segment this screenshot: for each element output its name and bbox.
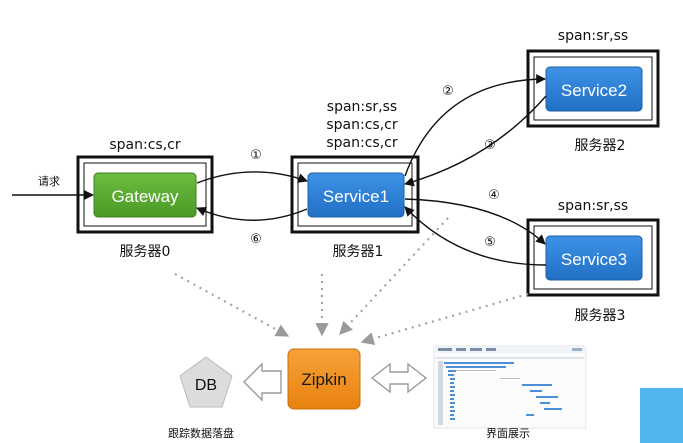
service1-span-label-1: span:sr,ss [327,99,397,115]
service1-span-label-2: span:cs,cr [326,117,397,133]
report-line-service3 [360,292,529,346]
db-caption: 跟踪数据落盘 [168,426,234,440]
report-line-service2 [339,217,449,335]
service3-span-label: span:sr,ss [558,198,628,214]
service1-node: Service1 [307,172,405,218]
arrow-step-4 [404,198,546,245]
step-4-label: ④ [488,188,500,203]
server-caption-0: 服务器0 [120,244,171,260]
server-caption-3: 服务器3 [575,308,626,324]
zipkin-label: Zipkin [301,370,346,389]
server-caption-1: 服务器1 [333,244,384,260]
request-label: 请求 [38,175,60,188]
ui-caption: 界面展示 [486,427,530,440]
arrow-step-2 [404,74,546,177]
service2-span-label: span:sr,ss [558,28,628,44]
arrow-step-6 [196,207,308,221]
storage-arrow [243,362,282,402]
gateway-span-label: span:cs,cr [109,137,180,153]
corner-decoration [640,388,683,443]
service1-label: Service1 [323,187,389,206]
service2-label: Service2 [561,81,627,100]
report-line-gateway [174,273,290,337]
step-1-label: ① [250,148,262,163]
step-6-label: ⑥ [250,232,262,247]
arrow-step-1 [196,171,308,184]
server-caption-2: 服务器2 [575,138,626,154]
step-2-label: ② [442,84,454,99]
ui-screenshot-thumbnail [433,345,587,429]
gateway-label: Gateway [111,187,179,206]
arrow-step-3 [404,95,547,187]
step-3-label: ③ [484,138,496,153]
service1-span-label-3: span:cs,cr [326,135,397,151]
service3-node: Service3 [545,235,643,281]
db-node: DB [179,356,233,408]
ui-arrow [370,362,428,394]
step-5-label: ⑤ [484,235,496,250]
service3-label: Service3 [561,250,627,269]
server-frame-2 [526,49,660,128]
arrow-step-5 [404,206,547,266]
db-label: DB [195,377,217,394]
zipkin-node: Zipkin [287,348,361,410]
server-frame-3 [526,218,660,297]
trace-report-lines [174,217,529,346]
gateway-node: Gateway [93,172,197,218]
service2-node: Service2 [545,66,643,112]
server-frame-1 [290,155,420,234]
